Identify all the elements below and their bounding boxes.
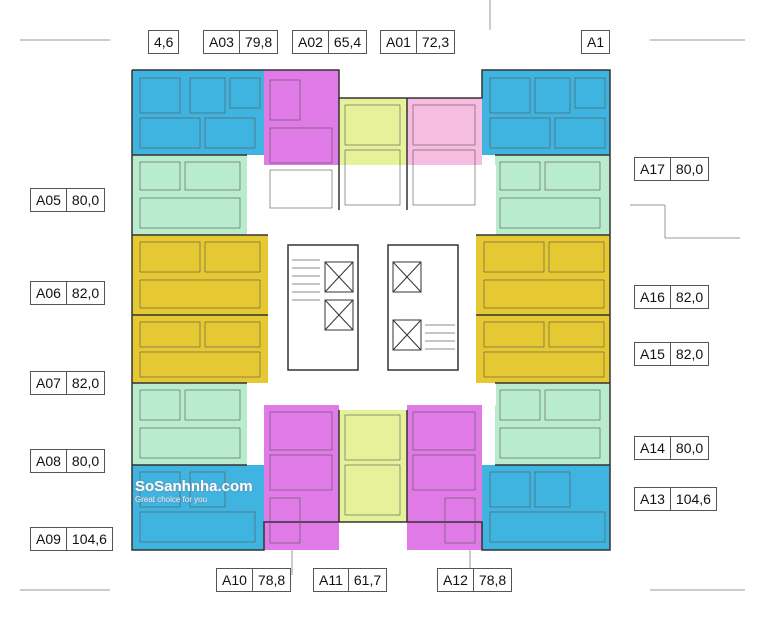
label-area: 65,4	[333, 34, 362, 50]
watermark: SoSanhnha.com Great choice for you	[135, 478, 253, 504]
label-area: 61,7	[353, 572, 382, 588]
label-area: 82,0	[675, 346, 704, 362]
label-area: 80,0	[675, 161, 704, 177]
label-code: A11	[314, 569, 349, 591]
room-partitions	[139, 77, 606, 544]
watermark-tagline: Great choice for you	[135, 495, 208, 504]
label-code: A07	[31, 372, 67, 394]
label-code: A10	[217, 569, 253, 591]
unit-A12	[407, 405, 482, 550]
label-A04: 4,6	[148, 30, 180, 54]
label-code: A06	[31, 282, 67, 304]
label-code: A15	[635, 343, 671, 365]
unit-A04	[132, 70, 264, 155]
unit-A05	[132, 155, 247, 235]
label-A06: A06 82,0	[30, 281, 106, 305]
label-code: A12	[438, 569, 474, 591]
label-code: A01	[381, 31, 417, 53]
label-code: A05	[31, 189, 67, 211]
label-code: A03	[204, 31, 240, 53]
unit-A09	[132, 465, 264, 550]
label-A10: A10 78,8	[216, 568, 292, 592]
label-A14: A14 80,0	[634, 436, 710, 460]
label-area: 4,6	[154, 34, 174, 50]
label-A16: A16 82,0	[634, 285, 710, 309]
label-area: 80,0	[675, 440, 704, 456]
label-code: A17	[635, 158, 671, 180]
label-A17: A17 80,0	[634, 157, 710, 181]
core	[248, 165, 496, 405]
label-area: 82,0	[675, 289, 704, 305]
label-A01: A01 72,3	[380, 30, 456, 54]
label-A12: A12 78,8	[437, 568, 513, 592]
unit-A15	[476, 315, 610, 383]
label-area: 80,0	[71, 192, 100, 208]
label-area: 72,3	[421, 34, 450, 50]
unit-A14	[495, 383, 610, 465]
label-area: 80,0	[71, 453, 100, 469]
label-area: 78,8	[478, 572, 507, 588]
label-A11: A11 61,7	[313, 568, 388, 592]
unit-A18	[482, 70, 610, 155]
unit-A11	[339, 410, 407, 522]
watermark-brand: SoSanhnha	[135, 478, 218, 495]
label-A02: A02 65,4	[292, 30, 368, 54]
label-area: 79,8	[244, 34, 273, 50]
label-A03: A03 79,8	[203, 30, 279, 54]
label-code: A09	[31, 528, 67, 550]
label-area: 82,0	[71, 285, 100, 301]
unit-A16	[476, 235, 610, 315]
label-code: A1	[587, 34, 605, 50]
label-A05: A05 80,0	[30, 188, 106, 212]
label-A08: A08 80,0	[30, 449, 106, 473]
label-area: 104,6	[675, 491, 711, 507]
unit-A13	[482, 465, 610, 550]
label-A09: A09 104,6	[30, 527, 113, 551]
label-A15: A15 82,0	[634, 342, 710, 366]
label-code: A08	[31, 450, 67, 472]
unit-A08	[132, 383, 247, 465]
label-code: A02	[293, 31, 329, 53]
label-code: A16	[635, 286, 671, 308]
unit-A10	[264, 405, 339, 550]
watermark-domain: .com	[217, 478, 253, 495]
label-A13: A13 104,6	[634, 487, 717, 511]
unit-A17	[495, 155, 610, 235]
label-area: 82,0	[71, 375, 100, 391]
label-code: A13	[635, 488, 671, 510]
label-code: A14	[635, 437, 671, 459]
label-A18: A1	[581, 30, 611, 54]
label-A07: A07 82,0	[30, 371, 106, 395]
outer-walls	[131, 69, 611, 551]
label-area: 78,8	[257, 572, 286, 588]
label-area: 104,6	[71, 531, 107, 547]
